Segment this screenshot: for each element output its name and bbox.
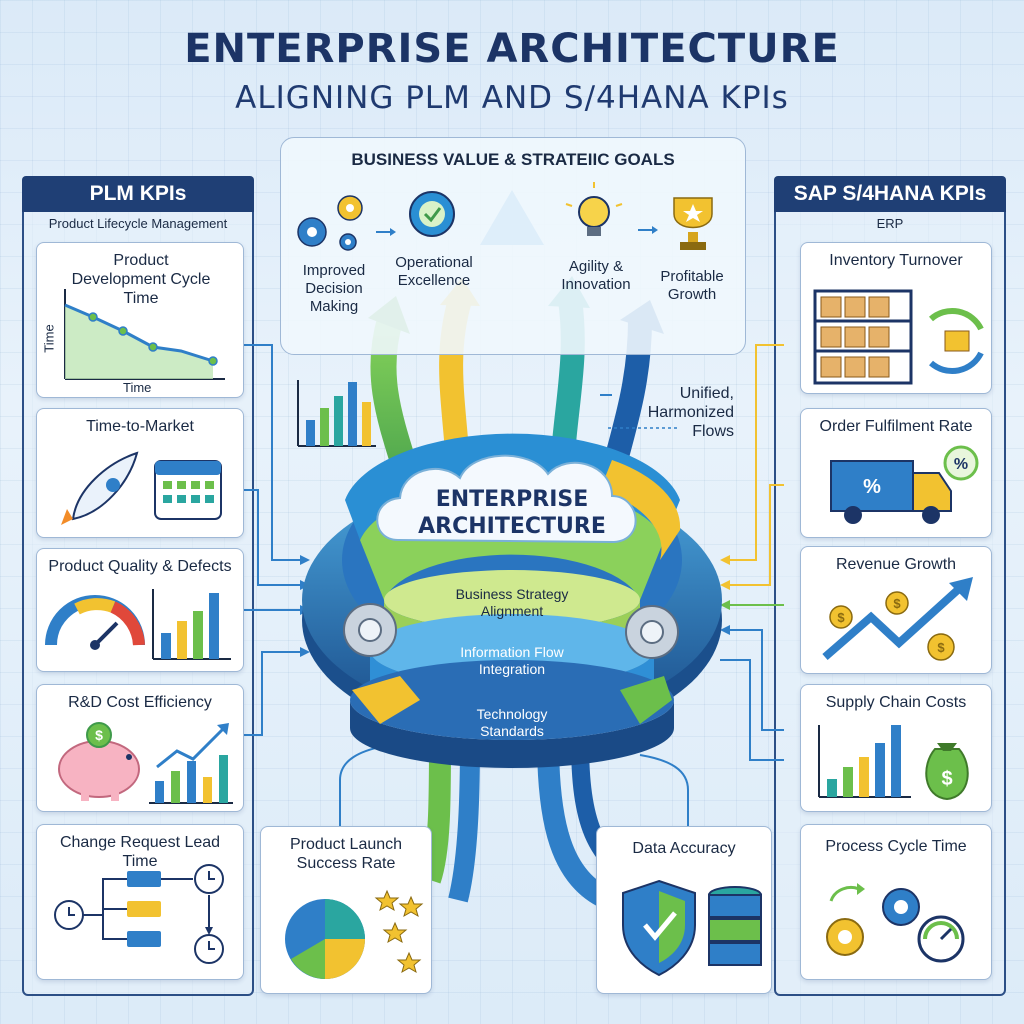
- money-bag-icon: $: [818, 725, 969, 801]
- card-product-quality: Product Quality & Defects: [36, 548, 244, 672]
- gears-icon: [297, 195, 363, 251]
- card-supply-chain-costs: Supply Chain Costs $: [800, 684, 992, 812]
- svg-text:$: $: [837, 610, 845, 625]
- shield-database-icon: [622, 879, 762, 977]
- card-change-request: Change Request Lead Time: [36, 824, 244, 980]
- goals-title: BUSINESS VALUE & STRATEIIC GOALS: [351, 150, 675, 169]
- mini-bar-chart: [297, 380, 376, 447]
- page-subtitle: ALIGNING PLM AND S/4HANA KPIs: [235, 80, 789, 116]
- growth-arrow-icon: $ $ $: [822, 577, 973, 661]
- card-order-fulfilment: Order Fulfilment Rate % %: [800, 408, 992, 538]
- card-revenue-growth: Revenue Growth $$$: [800, 546, 992, 674]
- card-time-to-market: Time-to-Market: [36, 408, 244, 538]
- card-data-accuracy: Data Accuracy: [596, 826, 772, 994]
- pie-stars-icon: [285, 889, 424, 979]
- flow-clock-icon: [54, 864, 224, 964]
- piggy-bank-icon: $: [58, 722, 233, 804]
- x-axis-label: Time: [123, 380, 152, 395]
- card-inventory-turnover: Inventory Turnover: [800, 242, 992, 394]
- connector-line: [244, 344, 300, 561]
- gauge-bars-icon: [45, 589, 231, 660]
- svg-text:$: $: [937, 640, 945, 655]
- sap-subheader: ERP: [876, 216, 904, 231]
- goal-agility-innovation: Agility &Innovation: [561, 258, 631, 293]
- svg-text:$: $: [95, 727, 103, 743]
- gears-gauge-icon: [826, 883, 965, 963]
- svg-text:$: $: [941, 768, 952, 790]
- truck-icon: % %: [830, 445, 979, 524]
- card-rd-cost: R&D Cost Efficiency $: [36, 684, 244, 812]
- line-chart-icon: [64, 289, 225, 380]
- card-process-cycle: Process Cycle Time: [800, 824, 992, 980]
- cloud-shape: [376, 454, 637, 544]
- sap-header: SAP S/4HANA KPIs: [774, 176, 1006, 212]
- rocket-calendar-icon: [61, 451, 222, 525]
- page-title: ENTERPRISE ARCHITECTURE: [184, 26, 840, 72]
- trophy-icon: [673, 197, 713, 250]
- goals-panel: BUSINESS VALUE & STRATEIIC GOALS: [280, 137, 746, 355]
- plm-header: PLM KPIs: [22, 176, 254, 212]
- svg-text:%: %: [863, 476, 881, 498]
- plm-subheader: Product Lifecycle Management: [48, 216, 228, 231]
- svg-text:%: %: [954, 456, 968, 473]
- lightbulb-icon: [565, 182, 623, 236]
- svg-text:$: $: [893, 596, 901, 611]
- y-axis-label: Time: [41, 324, 57, 353]
- card-product-dev-cycle: Product Development Cycle Time Time Time: [36, 242, 244, 398]
- check-gear-icon: [409, 191, 455, 237]
- shelves-icon: [813, 289, 984, 385]
